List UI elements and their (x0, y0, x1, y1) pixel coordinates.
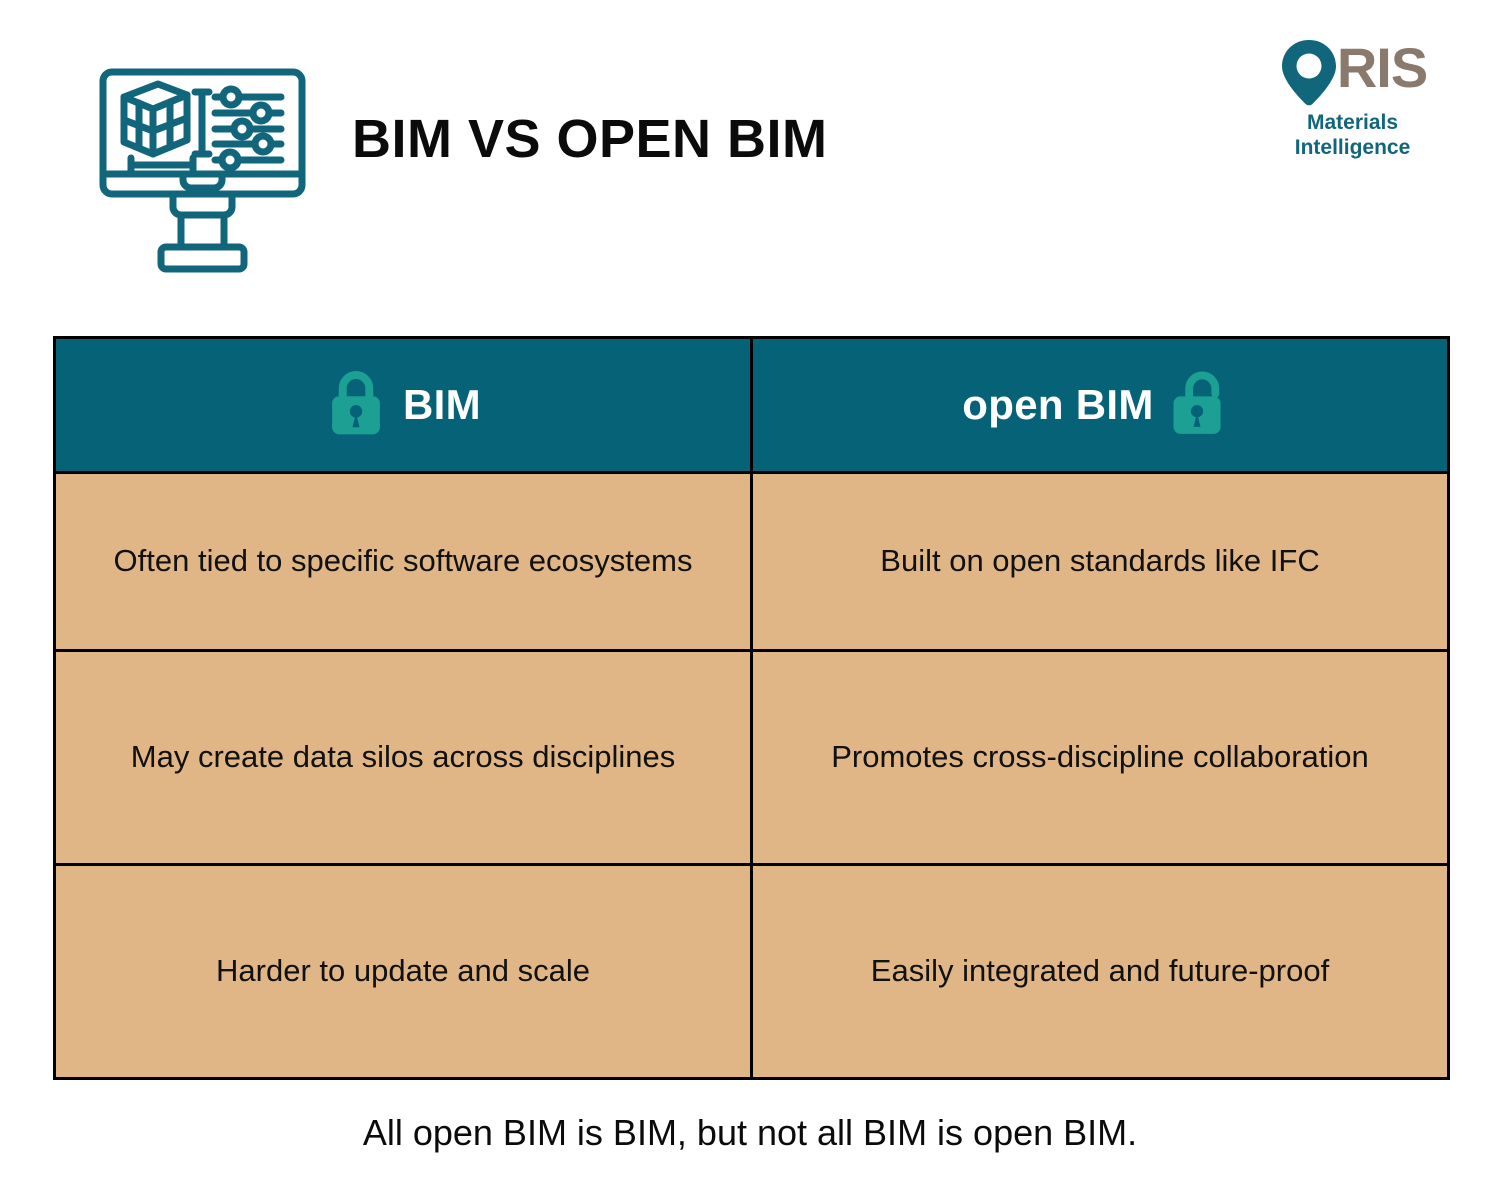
open-padlock-icon (1170, 367, 1238, 443)
page-title: BIM VS OPEN BIM (352, 109, 828, 169)
bim-monitor-icon (95, 62, 310, 274)
footer-note: All open BIM is BIM, but not all BIM is … (362, 1112, 1138, 1153)
table-row: Often tied to specific software ecosyste… (53, 471, 1450, 652)
column-header-open-bim: open BIM (750, 336, 1450, 474)
column-header-bim-label: BIM (403, 381, 481, 428)
cell-open-bim-2: Promotes cross-discipline collaboration (750, 649, 1450, 866)
cell-bim-2: May create data silos across disciplines (53, 649, 753, 866)
table-body: Often tied to specific software ecosyste… (53, 471, 1450, 1080)
page-header: BIM VS OPEN BIM RIS Materials Intelligen… (0, 0, 1500, 320)
oris-tagline: Materials Intelligence (1260, 110, 1445, 160)
table-row: Harder to update and scale Easily integr… (53, 863, 1450, 1080)
column-header-bim: BIM (53, 336, 753, 474)
oris-wordmark: RIS (1260, 38, 1445, 106)
oris-logo: RIS Materials Intelligence (1260, 38, 1445, 166)
oris-tagline-line1: Materials (1306, 111, 1399, 134)
oris-wordmark-text: RIS (1336, 36, 1428, 99)
table-header: BIM open BIM (53, 336, 1450, 474)
map-pin-o-icon (1278, 38, 1340, 106)
column-header-open-bim-label: open BIM (962, 381, 1154, 428)
cell-bim-1: Often tied to specific software ecosyste… (53, 471, 753, 652)
bim-comparison-table: BIM open BIM (53, 336, 1450, 1080)
table-row: May create data silos across disciplines… (53, 649, 1450, 866)
cell-bim-3: Harder to update and scale (53, 863, 753, 1080)
table-header-row: BIM open BIM (53, 336, 1450, 474)
closed-padlock-icon (325, 367, 387, 443)
oris-tagline-line2: Intelligence (1294, 136, 1411, 159)
cell-open-bim-3: Easily integrated and future-proof (750, 863, 1450, 1080)
cell-open-bim-1: Built on open standards like IFC (750, 471, 1450, 652)
